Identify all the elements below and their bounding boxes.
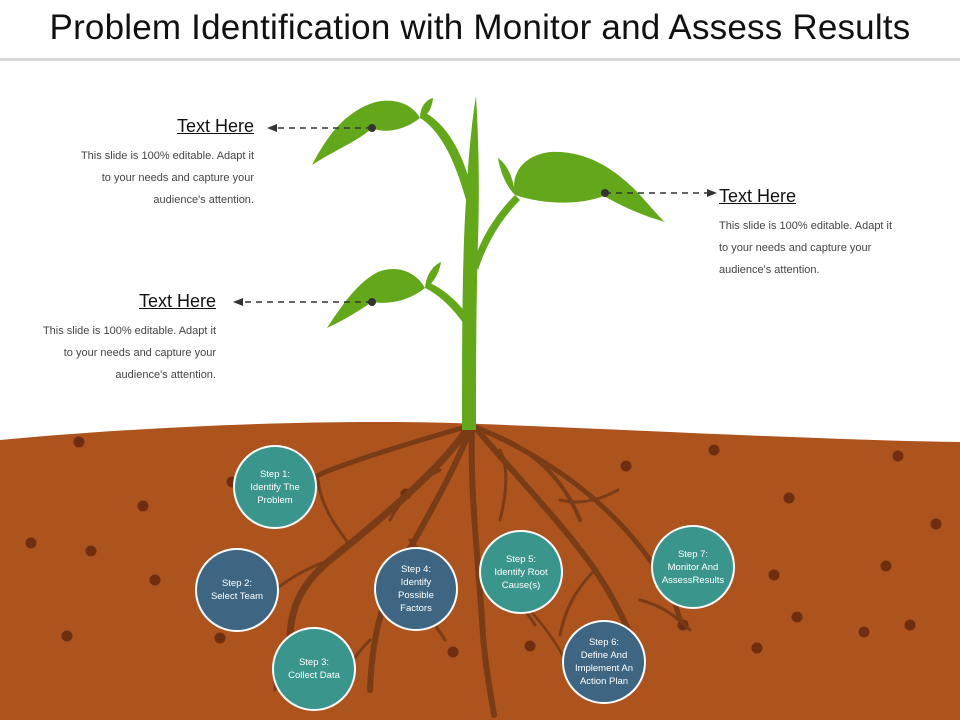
connectors: [242, 127, 708, 303]
step-line: Identify Root: [494, 566, 548, 578]
step-line: Step 6:: [588, 637, 620, 648]
branch-upper-left: [420, 112, 472, 200]
leaf-lower-left-tip: [425, 262, 441, 288]
callout-body: This slide is 100% editable. Adapt it to…: [0, 320, 216, 386]
callout-line: This slide is 100% editable. Adapt it: [80, 150, 254, 162]
callout-title: Text Here: [138, 291, 216, 311]
step-line: Step 2:: [221, 578, 253, 589]
callout-line: audience's attention.: [115, 369, 216, 381]
leaf-right-tip: [498, 158, 515, 195]
step-6-circle: Step 6: Define And Implement An Action P…: [562, 620, 646, 704]
step-line: Step 5:: [505, 553, 537, 565]
step-line: Monitor And: [667, 561, 719, 573]
soil-dots: [25, 436, 942, 658]
connector-markers: [233, 124, 717, 306]
callout-line: to your needs and capture your: [719, 242, 872, 254]
step-line: AssessResults: [661, 574, 725, 586]
step-line: Step 1:: [259, 468, 291, 480]
step-5-circle: Step 5: Identify Root Cause(s): [479, 530, 563, 614]
leaf-upper-left: [312, 100, 420, 165]
step-1-circle: Step 1: Identify The Problem: [233, 445, 317, 529]
callout-top-left: Text Here This slide is 100% editable. A…: [14, 116, 254, 211]
step-line: Step 3:: [298, 657, 330, 668]
step-line: Action Plan: [579, 676, 629, 687]
leaf-lower-left: [327, 268, 425, 328]
callout-line: This slide is 100% editable. Adapt it: [719, 220, 893, 232]
step-line: Identify Possible: [398, 577, 434, 601]
step-line: Step 4:: [400, 564, 432, 575]
callout-lower-left: Text Here This slide is 100% editable. A…: [0, 291, 216, 386]
callout-right: Text Here This slide is 100% editable. A…: [719, 186, 959, 281]
leaf-right: [514, 151, 665, 222]
step-line: Factors: [400, 603, 432, 614]
callout-title: Text Here: [719, 186, 797, 206]
step-3-circle: Step 3: Collect Data: [272, 627, 356, 711]
callout-line: to your needs and capture your: [63, 347, 216, 359]
callout-line: audience's attention.: [719, 264, 820, 276]
step-line: Step 7:: [677, 548, 709, 560]
callout-title: Text Here: [176, 116, 254, 136]
plant: [312, 96, 665, 430]
step-line: Define And: [580, 650, 628, 661]
step-line: Collect Data: [288, 670, 340, 681]
step-line: Cause(s): [501, 579, 541, 591]
title-divider: [0, 58, 960, 61]
step-line: Implement An: [574, 663, 634, 674]
stem: [462, 96, 479, 430]
callout-line: to your needs and capture your: [101, 172, 254, 184]
step-7-circle: Step 7: Monitor And AssessResults: [651, 525, 735, 609]
slide-title: Problem Identification with Monitor and …: [49, 8, 911, 47]
branch-right: [474, 195, 520, 270]
callout-line: audience's attention.: [153, 194, 254, 206]
callout-body: This slide is 100% editable. Adapt it to…: [14, 145, 254, 211]
step-line: Problem: [257, 494, 293, 506]
callout-body: This slide is 100% editable. Adapt it to…: [719, 215, 959, 281]
step-4-circle: Step 4: Identify Possible Factors: [374, 547, 458, 631]
step-line: Identify The: [250, 481, 300, 493]
callout-line: This slide is 100% editable. Adapt it: [42, 325, 216, 337]
step-2-circle: Step 2: Select Team: [195, 548, 279, 632]
leaf-upper-left-tip: [420, 98, 433, 118]
step-line: Select Team: [210, 591, 264, 602]
branch-lower-left: [425, 282, 474, 330]
